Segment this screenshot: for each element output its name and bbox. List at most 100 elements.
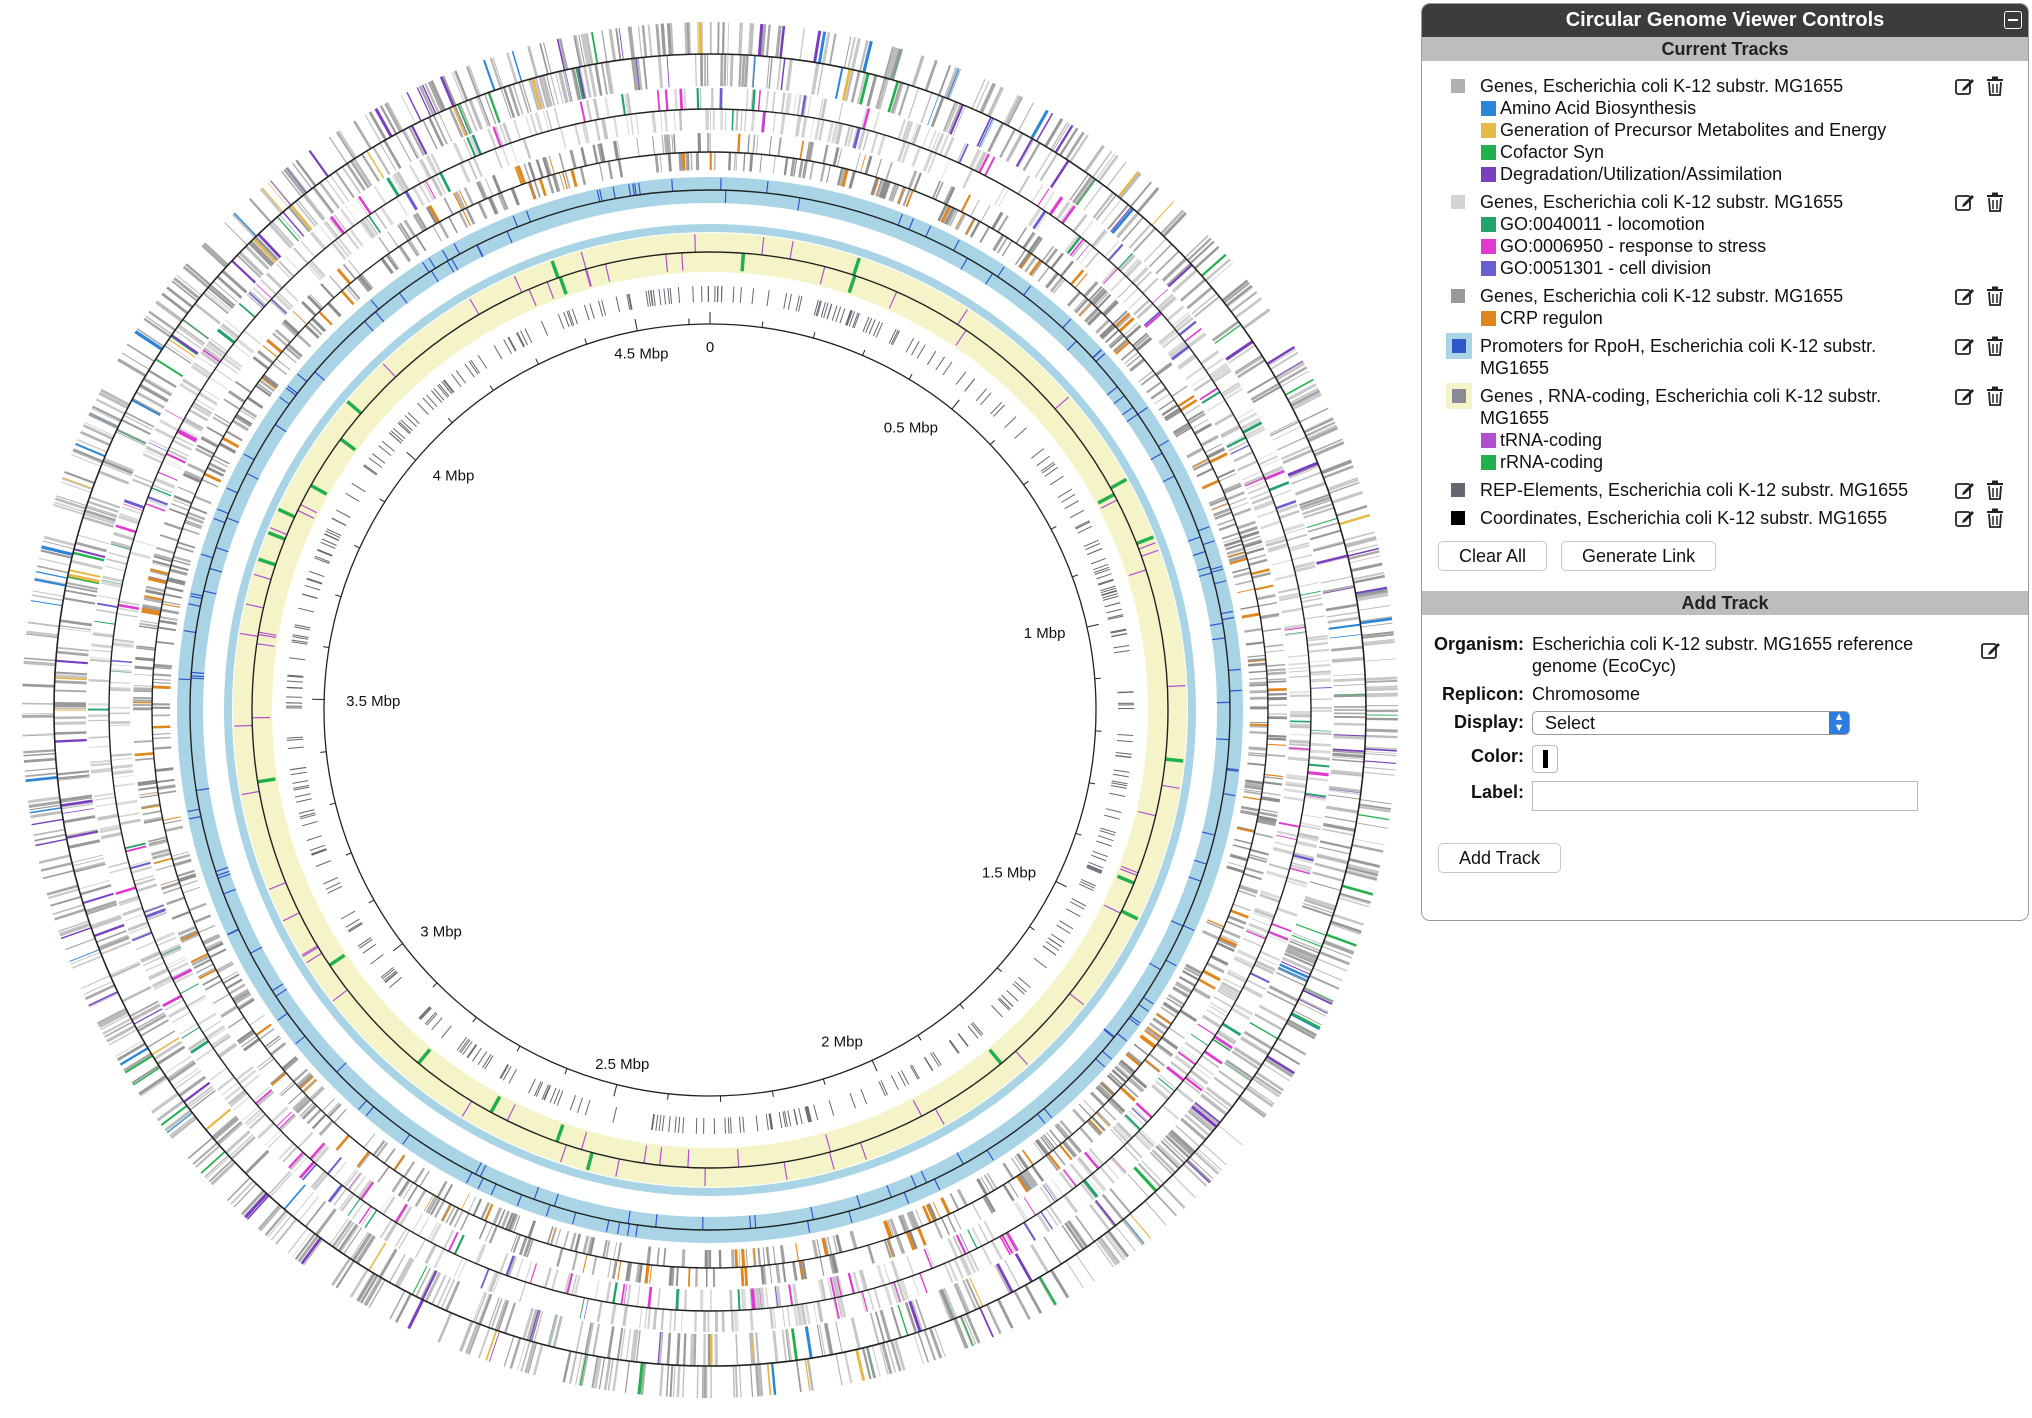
gene-mark: [1259, 893, 1281, 903]
gene-mark: [615, 28, 622, 61]
edit-icon[interactable]: [1954, 385, 1976, 407]
gene-mark: [1023, 1197, 1036, 1216]
edit-organism-icon[interactable]: [1980, 639, 2002, 661]
gene-mark: [77, 438, 108, 453]
gene-mark: [178, 875, 197, 883]
gene-mark: [1313, 441, 1345, 457]
gene-mark: [155, 640, 175, 645]
collapse-icon[interactable]: [2004, 11, 2022, 29]
gene-mark: [420, 1269, 436, 1300]
edit-icon[interactable]: [1954, 335, 1976, 357]
gene-mark: [1090, 1091, 1106, 1107]
promoter-mark: [223, 888, 237, 895]
gene-mark: [60, 797, 93, 803]
rep-mark: [348, 923, 363, 933]
promoter-mark: [635, 1224, 639, 1237]
gene-mark: [1288, 670, 1310, 673]
gene-mark: [433, 1248, 445, 1269]
edit-icon[interactable]: [1954, 479, 1976, 501]
gene-mark: [177, 873, 196, 881]
gene-mark: [647, 1286, 653, 1309]
promoter-mark: [422, 261, 430, 273]
gene-mark: [1290, 1013, 1320, 1031]
gene-mark: [1134, 1134, 1151, 1151]
gene-mark: [1268, 985, 1299, 1003]
promoter-mark: [1220, 610, 1233, 615]
gene-mark: [1328, 794, 1360, 800]
gene-mark: [453, 1234, 465, 1255]
trash-icon[interactable]: [1984, 191, 2006, 213]
gene-mark: [1197, 1023, 1216, 1036]
gene-mark: [622, 1283, 627, 1305]
gene-mark: [1155, 250, 1180, 275]
gene-mark: [867, 1289, 875, 1311]
edit-icon[interactable]: [1954, 75, 1976, 97]
gene-mark: [1135, 1102, 1153, 1119]
trash-icon[interactable]: [1984, 75, 2006, 97]
gene-mark: [832, 147, 840, 166]
gene-mark: [454, 70, 469, 101]
gene-mark: [329, 1218, 349, 1245]
gene-mark: [1217, 518, 1236, 526]
edit-icon[interactable]: [1954, 285, 1976, 307]
gene-mark: [1262, 1063, 1290, 1082]
rep-mark: [739, 287, 742, 304]
trash-icon[interactable]: [1984, 335, 2006, 357]
gene-mark: [656, 90, 661, 112]
generate-link-button[interactable]: Generate Link: [1561, 541, 1717, 571]
gene-mark: [1004, 1259, 1021, 1289]
display-select[interactable]: Select ▲▼: [1532, 711, 1850, 735]
gene-mark: [1253, 1075, 1282, 1096]
trash-icon[interactable]: [1984, 385, 2006, 407]
gene-mark: [1209, 364, 1229, 379]
gene-mark: [235, 338, 255, 354]
gene-mark: [1098, 1084, 1113, 1099]
gene-mark: [497, 1209, 506, 1227]
gene-mark: [118, 895, 140, 905]
gene-mark: [1308, 763, 1330, 768]
gene-mark: [997, 1298, 1014, 1329]
gene-mark: [956, 1188, 969, 1207]
gene-mark: [1056, 1122, 1070, 1139]
gene-mark: [965, 218, 976, 236]
gene-mark: [227, 1177, 251, 1201]
promoter-mark: [490, 1183, 497, 1196]
gene-mark: [194, 447, 213, 459]
axis-tick: [667, 1093, 669, 1100]
gene-mark: [955, 212, 967, 231]
gene-mark: [1331, 656, 1364, 661]
gene-mark: [294, 200, 317, 228]
edit-icon[interactable]: [1954, 507, 1976, 529]
gene-mark: [886, 1238, 896, 1258]
gene-mark: [943, 101, 959, 133]
edit-icon[interactable]: [1954, 191, 1976, 213]
gene-mark: [269, 299, 287, 316]
gene-mark: [832, 1235, 839, 1254]
trash-icon[interactable]: [1984, 479, 2006, 501]
add-track-button[interactable]: Add Track: [1438, 843, 1562, 873]
gene-mark: [221, 1081, 239, 1096]
gene-mark: [558, 38, 569, 71]
gene-mark: [1078, 1103, 1093, 1118]
gene-mark: [860, 107, 868, 129]
gene-mark: [1148, 1022, 1166, 1036]
rep-mark: [768, 1113, 772, 1130]
gene-mark: [1225, 340, 1254, 361]
gene-mark: [1234, 838, 1253, 845]
clear-all-button[interactable]: Clear All: [1438, 541, 1548, 571]
gene-mark: [270, 180, 292, 206]
color-picker[interactable]: [1532, 745, 1558, 773]
promoter-mark: [213, 517, 226, 524]
gene-mark: [908, 1300, 923, 1332]
trash-icon[interactable]: [1984, 285, 2006, 307]
label-input[interactable]: [1532, 781, 1918, 811]
gene-mark: [608, 29, 617, 62]
gene-mark: [832, 1298, 839, 1319]
trash-icon[interactable]: [1984, 507, 2006, 529]
gene-mark: [203, 472, 222, 483]
gene-mark: [857, 128, 865, 150]
gene-mark: [580, 147, 587, 166]
promoter-mark: [476, 244, 484, 258]
